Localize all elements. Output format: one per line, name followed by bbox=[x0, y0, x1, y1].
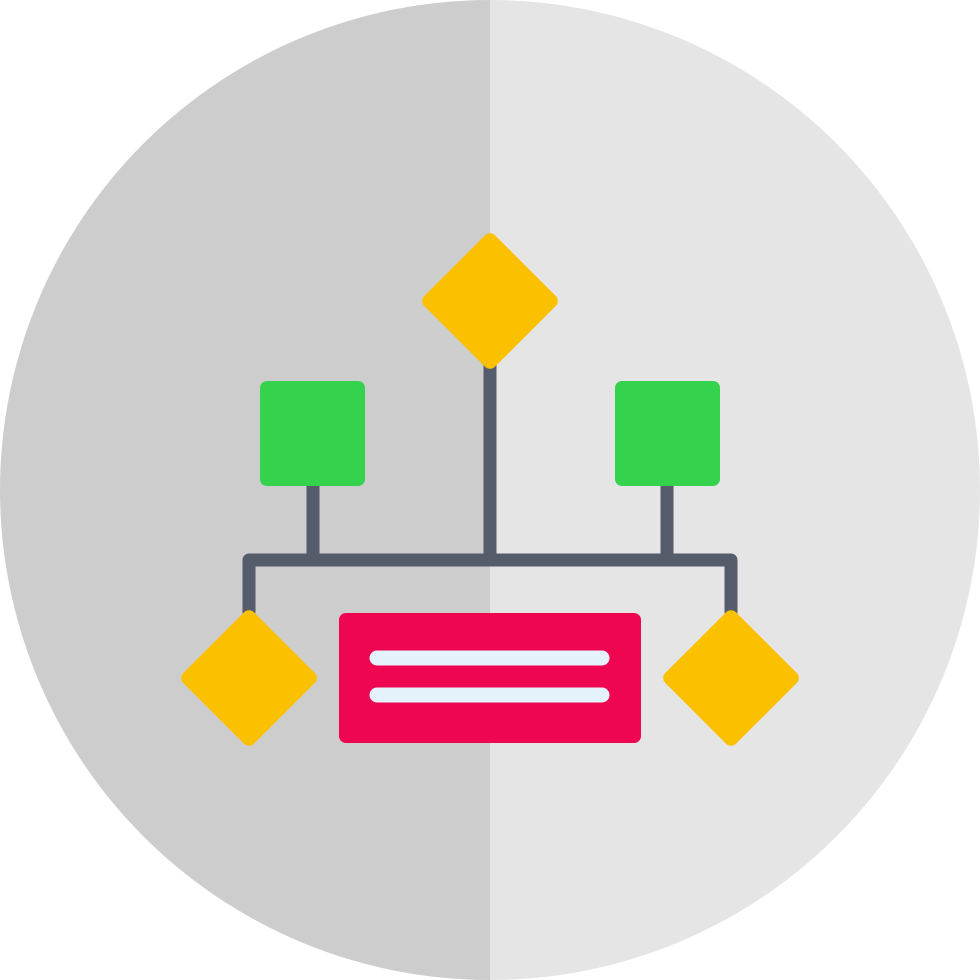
background-left-half bbox=[0, 0, 490, 980]
horizontal-bus-line bbox=[242, 553, 738, 619]
right-diamond-node bbox=[663, 610, 799, 746]
center-label-node bbox=[339, 613, 641, 743]
left-square-node bbox=[260, 381, 365, 486]
background-right-half bbox=[490, 0, 980, 980]
right-square-node bbox=[615, 381, 720, 486]
connector-lines bbox=[242, 353, 738, 619]
center-label-text-lines bbox=[369, 650, 610, 703]
left-diamond-node bbox=[181, 610, 317, 746]
top-diamond-node bbox=[422, 233, 558, 369]
